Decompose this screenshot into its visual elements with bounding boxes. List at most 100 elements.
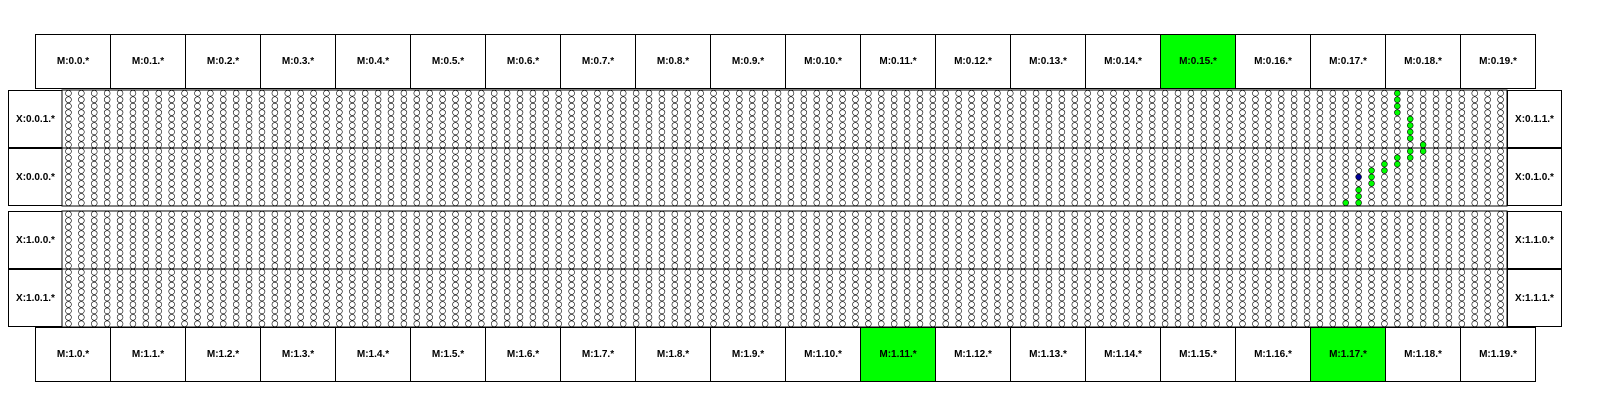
grid-cell[interactable] <box>490 167 498 174</box>
grid-cell[interactable] <box>310 167 317 174</box>
grid-cell[interactable] <box>413 102 421 110</box>
grid-cell[interactable] <box>1316 90 1324 97</box>
grid-cell[interactable] <box>116 256 124 263</box>
grid-cell[interactable] <box>1458 167 1466 174</box>
grid-cell[interactable] <box>91 128 98 136</box>
grid-cell[interactable] <box>465 314 472 321</box>
grid-cell[interactable] <box>1458 314 1466 321</box>
grid-cell[interactable] <box>194 314 201 321</box>
grid-cell[interactable] <box>529 236 537 244</box>
grid-cell[interactable] <box>1342 301 1349 308</box>
grid-cell[interactable] <box>426 96 433 103</box>
grid-cell[interactable] <box>710 294 717 302</box>
grid-cell[interactable] <box>542 186 550 194</box>
grid-cell[interactable] <box>207 256 214 263</box>
grid-cell[interactable] <box>1239 122 1246 129</box>
grid-cell[interactable] <box>323 275 330 282</box>
grid-cell[interactable] <box>323 294 330 302</box>
grid-cell[interactable] <box>1019 262 1027 269</box>
grid-cell[interactable] <box>994 102 1001 110</box>
grid-cell[interactable] <box>452 294 459 302</box>
active-cell[interactable] <box>1394 102 1401 110</box>
grid-cell[interactable] <box>607 173 614 181</box>
grid-cell[interactable] <box>878 236 885 244</box>
grid-cell[interactable] <box>142 148 150 155</box>
grid-cell[interactable] <box>929 275 937 282</box>
grid-cell[interactable] <box>594 122 601 129</box>
grid-cell[interactable] <box>787 173 795 181</box>
grid-cell[interactable] <box>413 256 421 263</box>
grid-cell[interactable] <box>1019 288 1027 295</box>
right-port-3[interactable]: X:1.1.1.* <box>1507 269 1562 327</box>
grid-cell[interactable] <box>632 288 640 295</box>
grid-cell[interactable] <box>516 262 524 269</box>
grid-cell[interactable] <box>555 281 562 289</box>
grid-cell[interactable] <box>620 193 627 200</box>
grid-cell[interactable] <box>542 199 550 207</box>
grid-cell[interactable] <box>968 141 975 149</box>
grid-cell[interactable] <box>774 180 782 187</box>
grid-cell[interactable] <box>142 301 150 308</box>
grid-cell[interactable] <box>413 281 421 289</box>
grid-cell[interactable] <box>245 167 253 174</box>
grid-cell[interactable] <box>632 160 640 168</box>
grid-cell[interactable] <box>658 193 666 200</box>
grid-cell[interactable] <box>710 230 717 237</box>
grid-cell[interactable] <box>361 173 369 181</box>
grid-cell[interactable] <box>529 96 537 103</box>
grid-cell[interactable] <box>336 154 343 161</box>
grid-cell[interactable] <box>323 115 330 123</box>
grid-cell[interactable] <box>671 135 679 142</box>
grid-cell[interactable] <box>1471 256 1478 263</box>
grid-cell[interactable] <box>697 249 704 257</box>
grid-cell[interactable] <box>1252 180 1259 187</box>
grid-cell[interactable] <box>478 135 485 142</box>
grid-cell[interactable] <box>1484 320 1491 327</box>
grid-cell[interactable] <box>929 217 937 224</box>
grid-cell[interactable] <box>1381 109 1388 116</box>
grid-cell[interactable] <box>620 268 627 276</box>
grid-cell[interactable] <box>1123 230 1130 237</box>
grid-cell[interactable] <box>336 90 343 97</box>
grid-cell[interactable] <box>1458 223 1466 231</box>
grid-cell[interactable] <box>1432 122 1440 129</box>
grid-cell[interactable] <box>116 128 124 136</box>
grid-cell[interactable] <box>116 186 124 194</box>
grid-cell[interactable] <box>78 301 85 308</box>
grid-cell[interactable] <box>413 236 421 244</box>
grid-cell[interactable] <box>1265 193 1272 200</box>
grid-cell[interactable] <box>78 217 85 224</box>
grid-cell[interactable] <box>994 90 1001 97</box>
grid-cell[interactable] <box>374 186 382 194</box>
grid-cell[interactable] <box>91 102 98 110</box>
grid-cell[interactable] <box>1187 223 1195 231</box>
grid-cell[interactable] <box>258 141 266 149</box>
grid-cell[interactable] <box>1497 115 1504 123</box>
grid-cell[interactable] <box>1277 230 1285 237</box>
grid-cell[interactable] <box>632 223 640 231</box>
grid-cell[interactable] <box>400 288 408 295</box>
grid-cell[interactable] <box>1316 230 1324 237</box>
grid-cell[interactable] <box>297 96 304 103</box>
grid-cell[interactable] <box>387 256 395 263</box>
grid-cell[interactable] <box>981 236 988 244</box>
grid-cell[interactable] <box>503 173 511 181</box>
grid-cell[interactable] <box>387 122 395 129</box>
grid-cell[interactable] <box>336 148 343 155</box>
grid-cell[interactable] <box>1419 249 1427 257</box>
grid-cell[interactable] <box>1290 102 1298 110</box>
grid-cell[interactable] <box>1368 186 1375 194</box>
grid-cell[interactable] <box>1071 301 1079 308</box>
grid-cell[interactable] <box>529 199 537 207</box>
grid-cell[interactable] <box>826 128 833 136</box>
grid-cell[interactable] <box>710 141 717 149</box>
grid-cell[interactable] <box>1161 211 1169 218</box>
grid-cell[interactable] <box>1187 281 1195 289</box>
grid-cell[interactable] <box>955 294 962 302</box>
grid-cell[interactable] <box>1252 307 1259 315</box>
grid-cell[interactable] <box>1045 173 1053 181</box>
grid-cell[interactable] <box>1290 211 1298 218</box>
grid-cell[interactable] <box>168 96 175 103</box>
grid-cell[interactable] <box>1071 199 1079 207</box>
grid-cell[interactable] <box>1419 217 1427 224</box>
